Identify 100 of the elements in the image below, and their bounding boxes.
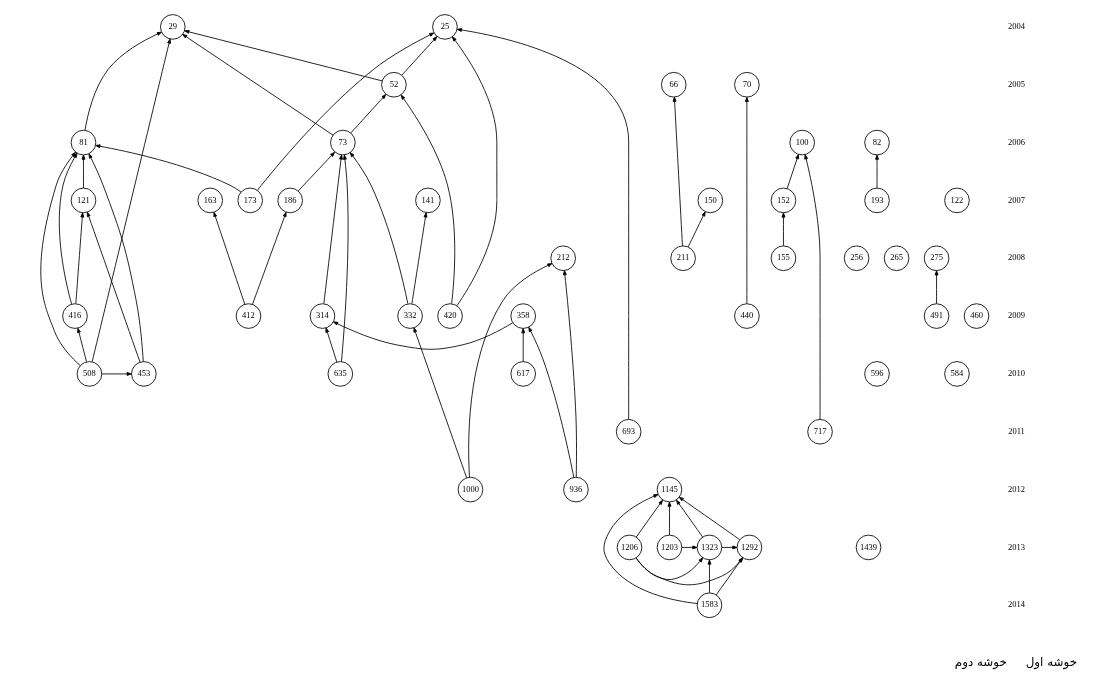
node-circle: 440 bbox=[734, 303, 760, 329]
arrow bbox=[672, 96, 683, 247]
node-circle: 121 bbox=[70, 187, 97, 214]
arrow bbox=[213, 211, 246, 305]
label: 2009 bbox=[1008, 310, 1026, 321]
node-circle: 693 bbox=[615, 419, 642, 445]
arrow bbox=[182, 33, 334, 136]
node-circle: 332 bbox=[397, 303, 423, 329]
arrow bbox=[786, 154, 799, 189]
node-circle: 936 bbox=[563, 476, 589, 503]
arrow bbox=[88, 153, 144, 362]
node-circle: 1203 bbox=[656, 534, 683, 561]
arrow bbox=[528, 326, 575, 478]
arrow bbox=[635, 557, 704, 580]
label: 2011 bbox=[1008, 425, 1025, 436]
node-circle: 275 bbox=[923, 245, 950, 271]
node-circle: 163 bbox=[197, 187, 223, 214]
arrow bbox=[744, 96, 749, 304]
arrow bbox=[341, 154, 349, 363]
node-circle: 460 bbox=[963, 303, 990, 329]
label: 2007 bbox=[1008, 194, 1026, 205]
arrow bbox=[468, 263, 553, 478]
label: 2005 bbox=[1008, 78, 1026, 89]
label: 2008 bbox=[1008, 252, 1026, 263]
label: خوشه اول bbox=[1025, 655, 1078, 670]
label: 2012 bbox=[1008, 483, 1026, 494]
node-circle: 265 bbox=[883, 245, 910, 271]
label: 2004 bbox=[1008, 21, 1026, 32]
arrow bbox=[687, 211, 706, 248]
node-circle: 211 bbox=[670, 245, 696, 271]
node-circle: 1206 bbox=[616, 534, 643, 561]
arrow bbox=[77, 327, 87, 363]
node-circle: 66 bbox=[661, 71, 687, 98]
node-circle: 717 bbox=[807, 419, 833, 445]
arrow bbox=[257, 32, 435, 191]
label: خوشه دوم bbox=[954, 655, 1007, 670]
arrow bbox=[411, 212, 428, 304]
node-circle: 635 bbox=[327, 361, 354, 387]
node-circle: 70 bbox=[734, 71, 760, 98]
arrow bbox=[401, 36, 438, 76]
arrow bbox=[681, 545, 698, 550]
arrow bbox=[252, 211, 287, 305]
node-circle: 491 bbox=[923, 303, 950, 329]
arrow bbox=[676, 499, 704, 538]
arrow bbox=[325, 327, 338, 363]
node-circle: 416 bbox=[62, 303, 88, 329]
node-circle: 1583 bbox=[696, 592, 723, 619]
arrow bbox=[81, 154, 86, 189]
arrow bbox=[934, 270, 939, 305]
arrow bbox=[721, 545, 738, 550]
arrow bbox=[91, 38, 171, 362]
node-circle: 453 bbox=[131, 361, 157, 387]
arrow bbox=[350, 94, 387, 134]
arrow bbox=[297, 151, 335, 192]
node-circle: 186 bbox=[277, 187, 303, 214]
node-circle: 100 bbox=[789, 129, 815, 156]
arrow bbox=[804, 154, 821, 420]
node-circle: 314 bbox=[309, 303, 336, 329]
arrow bbox=[635, 557, 744, 586]
arrow bbox=[521, 328, 526, 362]
node-circle: 596 bbox=[864, 361, 890, 387]
arrow bbox=[349, 152, 409, 305]
node-circle: 193 bbox=[864, 187, 890, 214]
arrow bbox=[58, 152, 78, 305]
label: 2010 bbox=[1008, 368, 1026, 379]
arrow bbox=[413, 327, 468, 479]
node-circle: 617 bbox=[510, 361, 536, 387]
arrow bbox=[40, 151, 81, 366]
arrow bbox=[86, 211, 141, 363]
label: 2006 bbox=[1008, 136, 1026, 147]
node-circle: 358 bbox=[510, 303, 536, 329]
node-circle: 122 bbox=[944, 187, 970, 214]
arrow bbox=[84, 31, 162, 131]
arrow bbox=[75, 212, 85, 304]
node-circle: 508 bbox=[76, 361, 103, 387]
arrow bbox=[781, 212, 786, 247]
arrow bbox=[875, 154, 879, 189]
node-circle: 1439 bbox=[855, 534, 882, 561]
arrow bbox=[707, 559, 712, 594]
arrow bbox=[678, 496, 740, 540]
arrow bbox=[456, 28, 630, 420]
node-circle: 152 bbox=[770, 187, 797, 214]
arrow bbox=[635, 499, 663, 538]
node-circle: 412 bbox=[235, 303, 262, 329]
node-circle: 173 bbox=[237, 187, 263, 214]
node-circle: 155 bbox=[770, 245, 797, 271]
node-circle: 150 bbox=[697, 187, 724, 214]
arrow bbox=[323, 154, 343, 305]
arrow bbox=[667, 501, 672, 536]
node-circle: 1000 bbox=[457, 476, 484, 503]
arrow bbox=[603, 494, 698, 604]
arrow bbox=[715, 557, 743, 596]
arrow bbox=[101, 372, 132, 376]
arrow bbox=[562, 270, 577, 478]
node-circle: 212 bbox=[550, 245, 576, 271]
node-circle: 82 bbox=[864, 129, 890, 156]
label: 2014 bbox=[1008, 599, 1026, 610]
arrow bbox=[184, 29, 383, 82]
node-circle: 420 bbox=[437, 303, 463, 329]
arrow bbox=[333, 321, 514, 350]
